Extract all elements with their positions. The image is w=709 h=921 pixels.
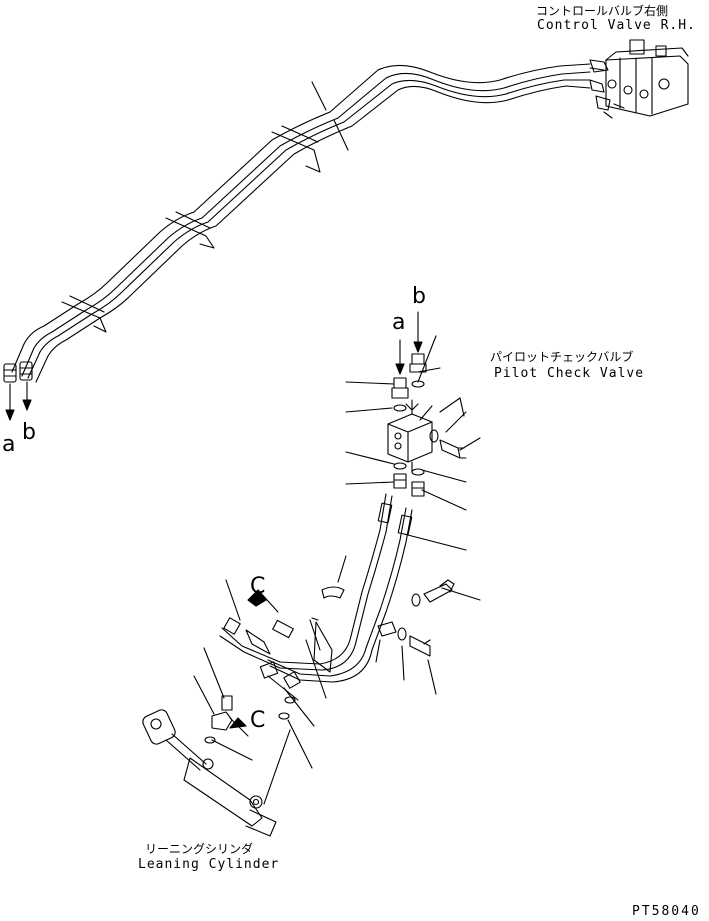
- left-tube-fittings: [3, 361, 33, 421]
- pilot-hoses: [349, 493, 413, 651]
- leaning-cylinder-label-jp: リーニングシリンダ: [145, 842, 254, 856]
- control-valve: [589, 39, 689, 119]
- marker-c-upper: C: [250, 574, 266, 599]
- left-lower-fittings: [204, 617, 301, 744]
- right-bolts: [397, 579, 455, 657]
- control-valve-label-en: Control Valve R.H.: [537, 18, 696, 33]
- callout-leaders: [193, 335, 481, 769]
- pilot-check-valve-label-jp: パイロットチェックバルブ: [490, 350, 634, 364]
- marker-c-lower: C: [250, 708, 266, 733]
- tube-clamps: [61, 125, 321, 333]
- pilot-arrows: [395, 311, 423, 375]
- pilot-upper-fittings: [391, 353, 427, 412]
- leaning-cylinder-label-en: Leaning Cylinder: [138, 857, 280, 872]
- marker-b-pilot: b: [412, 284, 426, 309]
- upper-tube-pair: [11, 63, 591, 383]
- pilot-check-valve: [387, 399, 433, 473]
- control-valve-label-jp: コントロールバルブ右側: [536, 4, 669, 18]
- upper-leaders: [311, 81, 349, 151]
- marker-a-left: a: [2, 432, 16, 457]
- pilot-lower-fittings: [393, 462, 425, 497]
- marker-b-left: b: [22, 420, 36, 445]
- pilot-check-valve-label-en: Pilot Check Valve: [494, 366, 645, 381]
- c-arrows: [229, 589, 279, 737]
- lower-hose-run: [219, 627, 373, 683]
- drawing-code: PT58040: [632, 904, 701, 919]
- leaning-cylinder: [142, 709, 291, 837]
- marker-a-pilot: a: [392, 310, 406, 335]
- hose-bracket: [309, 617, 333, 673]
- pilot-bolt: [429, 429, 467, 459]
- clips: [321, 586, 397, 637]
